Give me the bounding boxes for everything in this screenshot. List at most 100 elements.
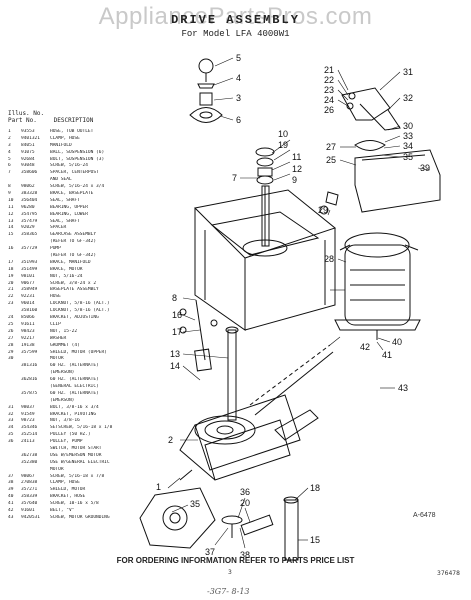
- part-number: 357599: [21, 349, 38, 355]
- page-number: 3: [228, 569, 232, 576]
- part-description: 60 HZ. (ALTERNATE): [50, 390, 99, 396]
- part-illus-no: 27: [8, 335, 14, 341]
- callout-7: 7: [232, 173, 237, 183]
- part-description: LOCKNUT, 5/8-16 (ALT.): [50, 308, 110, 314]
- part-illus-no: 25: [8, 321, 14, 327]
- part-description: USE W/GENERAL ELECTRIC: [50, 459, 110, 465]
- callout-9: 9: [292, 175, 297, 185]
- callout-36: 36: [240, 487, 250, 497]
- callout-28: 28: [324, 254, 334, 264]
- part-illus-no: 29: [8, 349, 14, 355]
- part-description: BRACKET, PIVOTING: [50, 411, 97, 417]
- parts-row: AND SEAL: [8, 177, 176, 184]
- part-illus-no: 4: [8, 149, 11, 155]
- header-illus-no: Illus. No.: [8, 110, 45, 117]
- part-illus-no: 35: [8, 432, 14, 438]
- parts-row: (EMERSON): [8, 370, 176, 377]
- callout-3: 3: [236, 93, 241, 103]
- parts-row: MOTOR: [8, 467, 176, 474]
- part-number: 357271: [21, 487, 38, 493]
- callout-35b: 35: [190, 499, 200, 509]
- part-number: 362816: [21, 377, 38, 383]
- watermark-text: AppliancePartsPros.com: [98, 3, 373, 30]
- part-illus-no: 42: [8, 507, 14, 513]
- part-description: BRACE, MANIFOLD: [50, 259, 91, 265]
- part-illus-no: 12: [8, 211, 14, 217]
- part-number: 96280: [21, 204, 35, 210]
- callout-8: 8: [172, 293, 177, 303]
- part-description: CLIP: [50, 321, 61, 327]
- part-number: 91549: [21, 411, 35, 417]
- pivot-bracket-parts: [179, 191, 339, 334]
- part-number: 90677: [21, 280, 35, 286]
- suspension-ball-part: [319, 205, 329, 215]
- shaft-seal-stack: [255, 147, 275, 185]
- callout-2: 2: [168, 435, 173, 445]
- callout-37: 37: [205, 547, 215, 557]
- part-number: 93553: [21, 129, 35, 134]
- part-description: PULLEY, PUMP: [50, 439, 83, 445]
- callout-16: 16: [172, 310, 182, 320]
- part-number: 98723: [21, 418, 35, 424]
- part-illus-no: 10: [8, 197, 14, 203]
- part-description: PUMP: [50, 246, 61, 252]
- part-illus-no: 24: [8, 315, 14, 321]
- part-illus-no: 1: [8, 129, 11, 134]
- callout-27: 27: [326, 142, 336, 152]
- leader-lines: [167, 57, 431, 549]
- part-description: SWITCH, MOTOR START: [50, 445, 102, 451]
- part-description: SCREW, 5/16-24: [50, 163, 88, 169]
- part-illus-no: 31: [8, 404, 14, 410]
- callout-18: 18: [310, 483, 320, 493]
- callout-26: 26: [324, 105, 334, 115]
- part-number: 356404: [21, 197, 38, 203]
- part-illus-no: 9: [8, 191, 11, 197]
- part-description: LOCKNUT, 5/8-16 (ALT.): [50, 301, 110, 307]
- part-number: 354795: [21, 211, 38, 217]
- callout-20: 20: [240, 498, 250, 508]
- callout-19: 19: [278, 140, 288, 150]
- part-illus-no: 30: [8, 356, 14, 362]
- part-number: 381316: [21, 363, 38, 369]
- motor-part: [334, 232, 421, 340]
- part-illus-no: 21: [8, 287, 14, 293]
- baseplate-assembly: [193, 189, 337, 331]
- part-description: USE W/EMERSON MOTOR: [50, 452, 102, 458]
- part-number: 91611: [21, 321, 35, 327]
- parts-row: 362738 USE W/EMERSON MOTOR: [8, 453, 176, 460]
- part-number: 9401321: [21, 135, 40, 141]
- callout-30: 30: [403, 121, 413, 131]
- part-illus-no: 26: [8, 328, 14, 334]
- part-description: BOLT, 3/8-16 x 3/4: [50, 404, 99, 410]
- callout-21: 21: [324, 65, 334, 75]
- callout-39: 39: [420, 163, 430, 173]
- callout-13: 13: [170, 349, 180, 359]
- part-illus-no: 2: [8, 135, 11, 141]
- part-illus-no: 15: [8, 232, 14, 238]
- part-number: 357729: [21, 246, 38, 252]
- part-number: 9420531: [21, 514, 40, 520]
- part-number: 362738: [21, 452, 38, 458]
- callout-24: 24: [324, 95, 334, 105]
- centerpost-shaft: [261, 185, 270, 247]
- parts-table-header: Illus. No. Part No. DESCRIPTION: [8, 110, 93, 124]
